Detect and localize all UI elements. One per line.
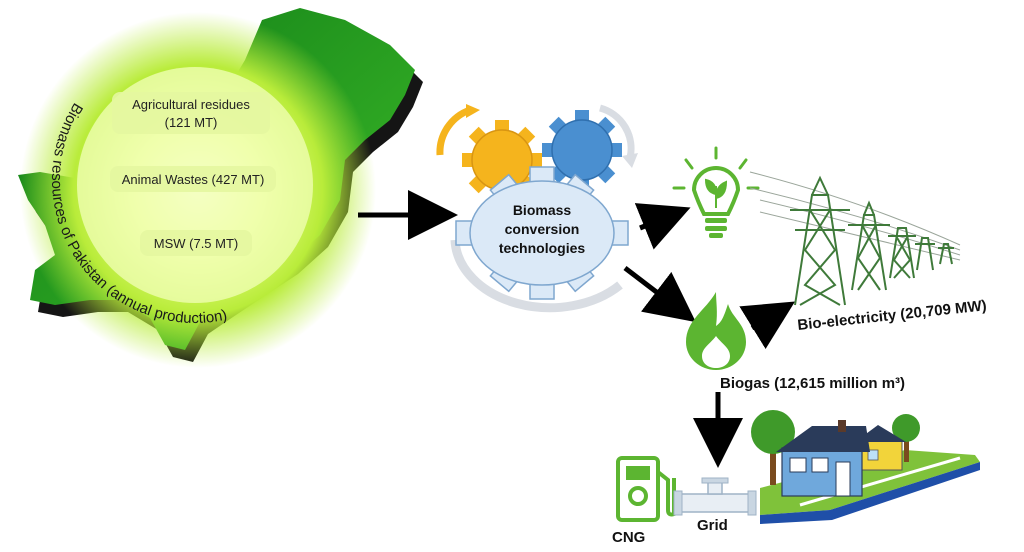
yellow-cycle-arrow-icon <box>436 106 472 156</box>
power-lines <box>749 171 961 261</box>
tree-icon <box>892 414 920 442</box>
bio-electricity-label: Bio-electricity (20,709 MW) <box>797 297 988 334</box>
transmission-towers <box>749 171 961 306</box>
flow-arrows <box>358 190 796 468</box>
resource-agri-label: Agricultural residues <box>132 97 250 112</box>
biogas-label: Biogas (12,615 million m³) <box>720 375 905 392</box>
conversion-label-line1: Biomass <box>513 202 572 218</box>
tower-3-icon <box>888 227 916 279</box>
cng-station-icon <box>616 456 676 522</box>
resource-animal-label: Animal Wastes (427 MT) <box>122 172 265 187</box>
tower-1-icon <box>790 175 850 306</box>
lightbulb-icon <box>672 146 760 238</box>
tower-5-icon <box>938 243 954 265</box>
arrow-to-electricity-icon <box>634 203 691 250</box>
biogas-flame-icon <box>686 292 746 370</box>
residential-houses-icon <box>751 410 980 524</box>
resource-msw-label: MSW (7.5 MT) <box>154 236 239 251</box>
conversion-gears: Biomass conversion technologies <box>436 104 638 313</box>
tower-2-icon <box>848 200 890 291</box>
arrow-to-biogas-icon <box>623 266 696 323</box>
conversion-label-line2: conversion <box>505 221 580 237</box>
resource-agri-value: (121 MT) <box>165 115 218 130</box>
gas-grid-pipe-icon <box>673 477 757 516</box>
cng-label: CNG <box>612 529 645 546</box>
grid-label: Grid <box>697 517 728 534</box>
resource-list: Agricultural residues (121 MT) Animal Wa… <box>110 92 276 256</box>
blue-cycle-arrow-icon <box>598 104 635 159</box>
tower-4-icon <box>915 237 935 271</box>
conversion-gear-icon <box>455 166 629 300</box>
lower-cycle-arrow-icon <box>450 239 623 313</box>
arrow-biogas-to-electricity <box>739 301 796 350</box>
tree-icon <box>751 410 795 454</box>
conversion-label-line3: technologies <box>499 240 586 256</box>
lawn <box>760 450 980 515</box>
blue-house-icon <box>776 420 870 497</box>
